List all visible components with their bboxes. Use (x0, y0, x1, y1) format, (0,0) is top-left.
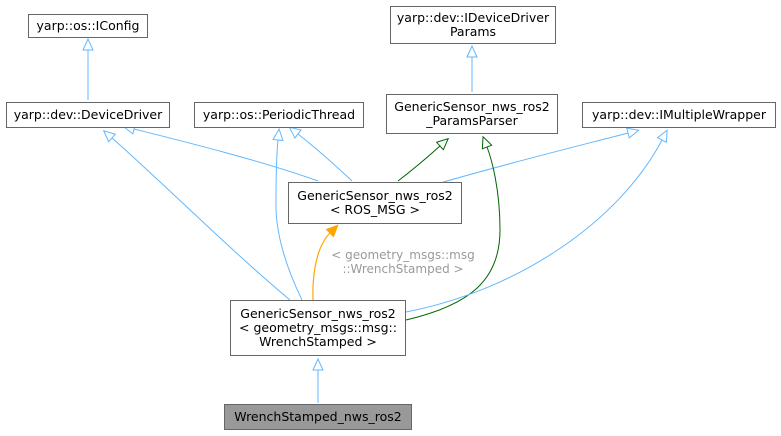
node-iconfig[interactable]: yarp::os::IConfig (28, 14, 148, 38)
node-iconfig-line-1: yarp::os::IConfig (36, 18, 140, 33)
node-paramsparser[interactable]: GenericSensor_nws_ros2 _ParamsParser (386, 94, 558, 134)
node-idevicedriverparams[interactable]: yarp::dev::IDeviceDriver Params (390, 6, 556, 44)
edge-spec-to-imultiplewrapper (405, 129, 668, 313)
node-template[interactable]: GenericSensor_nws_ros2 < ROS_MSG > (288, 182, 462, 224)
node-specialization-line-2: < geometry_msgs::msg:: (239, 320, 397, 335)
edge-template-to-imultiplewrapper (439, 127, 640, 184)
template-argument-label: < geometry_msgs::msg ::WrenchStamped > (318, 248, 488, 276)
node-paramsparser-line-2: _ParamsParser (426, 113, 518, 128)
node-specialization-line-1: GenericSensor_nws_ros2 (240, 306, 396, 321)
edge-spec-to-template (312, 224, 339, 301)
edge-template-to-paramsparser (397, 137, 450, 182)
node-template-line-2: < ROS_MSG > (329, 202, 420, 217)
node-current-line-1: WrenchStamped_nws_ros2 (234, 409, 402, 424)
node-current-class[interactable]: WrenchStamped_nws_ros2 (224, 404, 412, 430)
node-template-line-1: GenericSensor_nws_ros2 (297, 188, 453, 203)
node-specialization-line-3: WrenchStamped > (259, 334, 377, 349)
template-argument-line-1: < geometry_msgs::msg (331, 248, 475, 262)
node-specialization[interactable]: GenericSensor_nws_ros2 < geometry_msgs::… (230, 300, 406, 356)
template-argument-line-2: ::WrenchStamped > (342, 262, 464, 276)
edge-spec-to-devicedriver (102, 129, 291, 301)
node-devicedriver-line-1: yarp::dev::DeviceDriver (13, 107, 163, 122)
edge-template-to-devicedriver (122, 123, 319, 182)
edge-spec-to-paramsparser (405, 135, 501, 321)
edge-template-to-periodicthread (288, 126, 353, 182)
node-paramsparser-line-1: GenericSensor_nws_ros2 (394, 99, 550, 114)
node-params-line-2: Params (449, 24, 497, 39)
node-params-line-1: yarp::dev::IDeviceDriver (396, 10, 550, 25)
node-periodicthread[interactable]: yarp::os::PeriodicThread (194, 102, 364, 128)
node-devicedriver[interactable]: yarp::dev::DeviceDriver (6, 102, 170, 128)
edge-spec-to-periodicthread (272, 127, 303, 301)
node-periodicthread-line-1: yarp::os::PeriodicThread (202, 107, 356, 122)
node-imultiplewrapper-line-1: yarp::dev::IMultipleWrapper (592, 107, 766, 122)
node-imultiplewrapper[interactable]: yarp::dev::IMultipleWrapper (582, 102, 776, 128)
